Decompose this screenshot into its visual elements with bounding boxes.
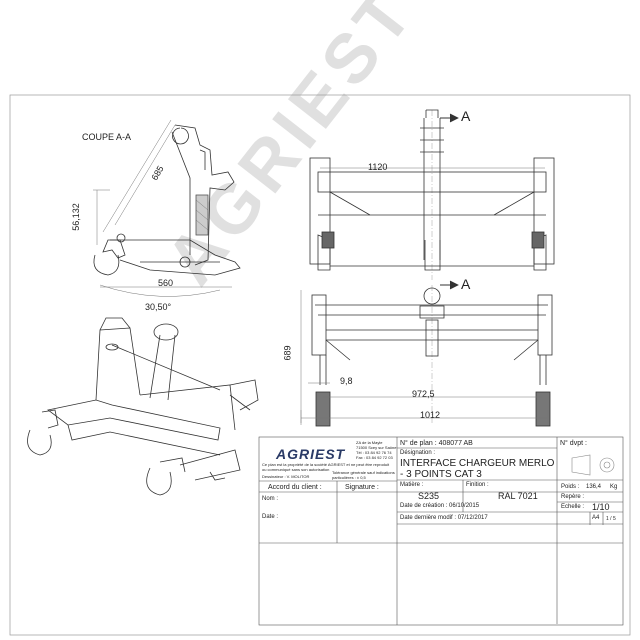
plan-number: N° de plan : 408077 AB [400,440,473,447]
last-modified-date: Date dernière modif : 07/12/2017 [400,515,488,521]
designation-line-1: INTERFACE CHARGEUR MERLO [400,458,555,469]
top-view [309,109,555,280]
material-label: Matière : [400,482,424,488]
dvpt-number: N° dvpt : [560,440,587,447]
paper-format: A4 [592,515,600,521]
finish-label: Finition : [466,482,489,488]
weight-value: 136,4 [586,484,602,490]
creation-date: Date de création : 06/10/2015 [400,503,480,509]
dim-9725: 972,5 [412,389,435,399]
finish-value: RAL 7021 [498,491,538,501]
designation-label: Désignation : [400,450,436,456]
section-marker-a-front: A [461,276,471,292]
dim-1012: 1012 [420,410,441,420]
section-title: COUPE A-A [82,132,132,142]
company-address: ZA de la Mayle 71500 Scey sur Saône Tél … [356,440,397,460]
scale-label: Echelle : [561,504,585,510]
signature-label: Signature : [345,484,379,491]
section-marker-a-top: A [461,108,471,124]
dim-56132: 56,132 [70,203,81,231]
date-label: Date : [262,514,279,520]
dim-689: 689 [282,345,293,361]
tolerance: Tolérance générale sauf indications part… [332,470,395,480]
weight-label: Poids : [561,484,580,490]
dim-560: 560 [158,278,174,288]
designer: Dessinateur : V. MOLITOR [262,474,310,479]
weight-unit: Kg [610,484,618,490]
client-approval-label: Accord du client : [268,484,322,491]
isometric-view [27,317,259,496]
designation-line-2: - 3 POINTS CAT 3 [400,469,482,480]
reference-label: Repère : [561,494,585,500]
dim-1120: 1120 [368,162,388,172]
material-value: S235 [418,491,440,501]
dim-98: 9,8 [340,376,353,386]
dim-3050: 30,50° [145,302,172,312]
front-view [300,280,553,427]
section-view [93,119,241,297]
sheet-frame [9,94,631,636]
scale-value: 1/10 [592,502,610,512]
sheet-number: 1 / 5 [606,516,616,522]
brand-logo: AGRIEST [276,446,346,462]
name-label: Nom : [262,496,279,502]
title-block-grid [258,436,624,626]
property-note: Ce plan est la propriété de la société A… [262,462,390,472]
